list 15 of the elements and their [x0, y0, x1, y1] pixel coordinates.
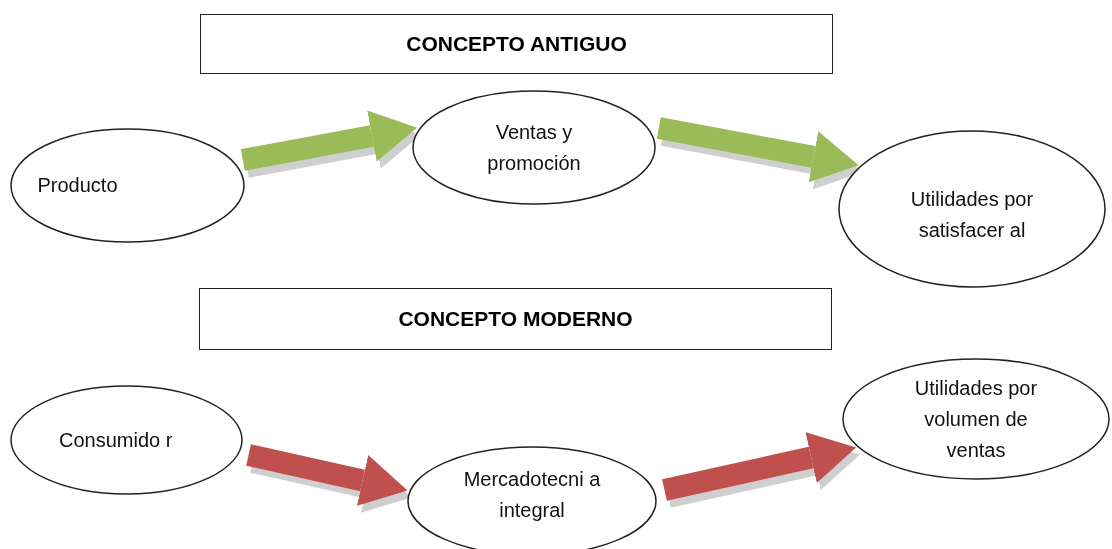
- heading-text: CONCEPTO ANTIGUO: [406, 32, 627, 56]
- heading-text: CONCEPTO MODERNO: [398, 307, 633, 331]
- node-label: Ventas y promoción: [486, 119, 582, 176]
- ellipse-node: [412, 90, 656, 205]
- heading-box: [199, 288, 832, 350]
- node-label: Utilidades por volumen de ventas: [913, 375, 1039, 463]
- ellipse-node: [10, 128, 245, 243]
- heading-box: [200, 14, 833, 74]
- ellipse-node: [10, 385, 243, 495]
- ellipse-node: [838, 130, 1106, 288]
- node-label: Utilidades por satisfacer al: [909, 187, 1035, 243]
- node-label: Mercadotecni a integral: [462, 467, 602, 523]
- node-label: Producto: [37, 173, 119, 198]
- node-label: Consumido r: [59, 427, 174, 453]
- ellipse-node: [842, 358, 1110, 480]
